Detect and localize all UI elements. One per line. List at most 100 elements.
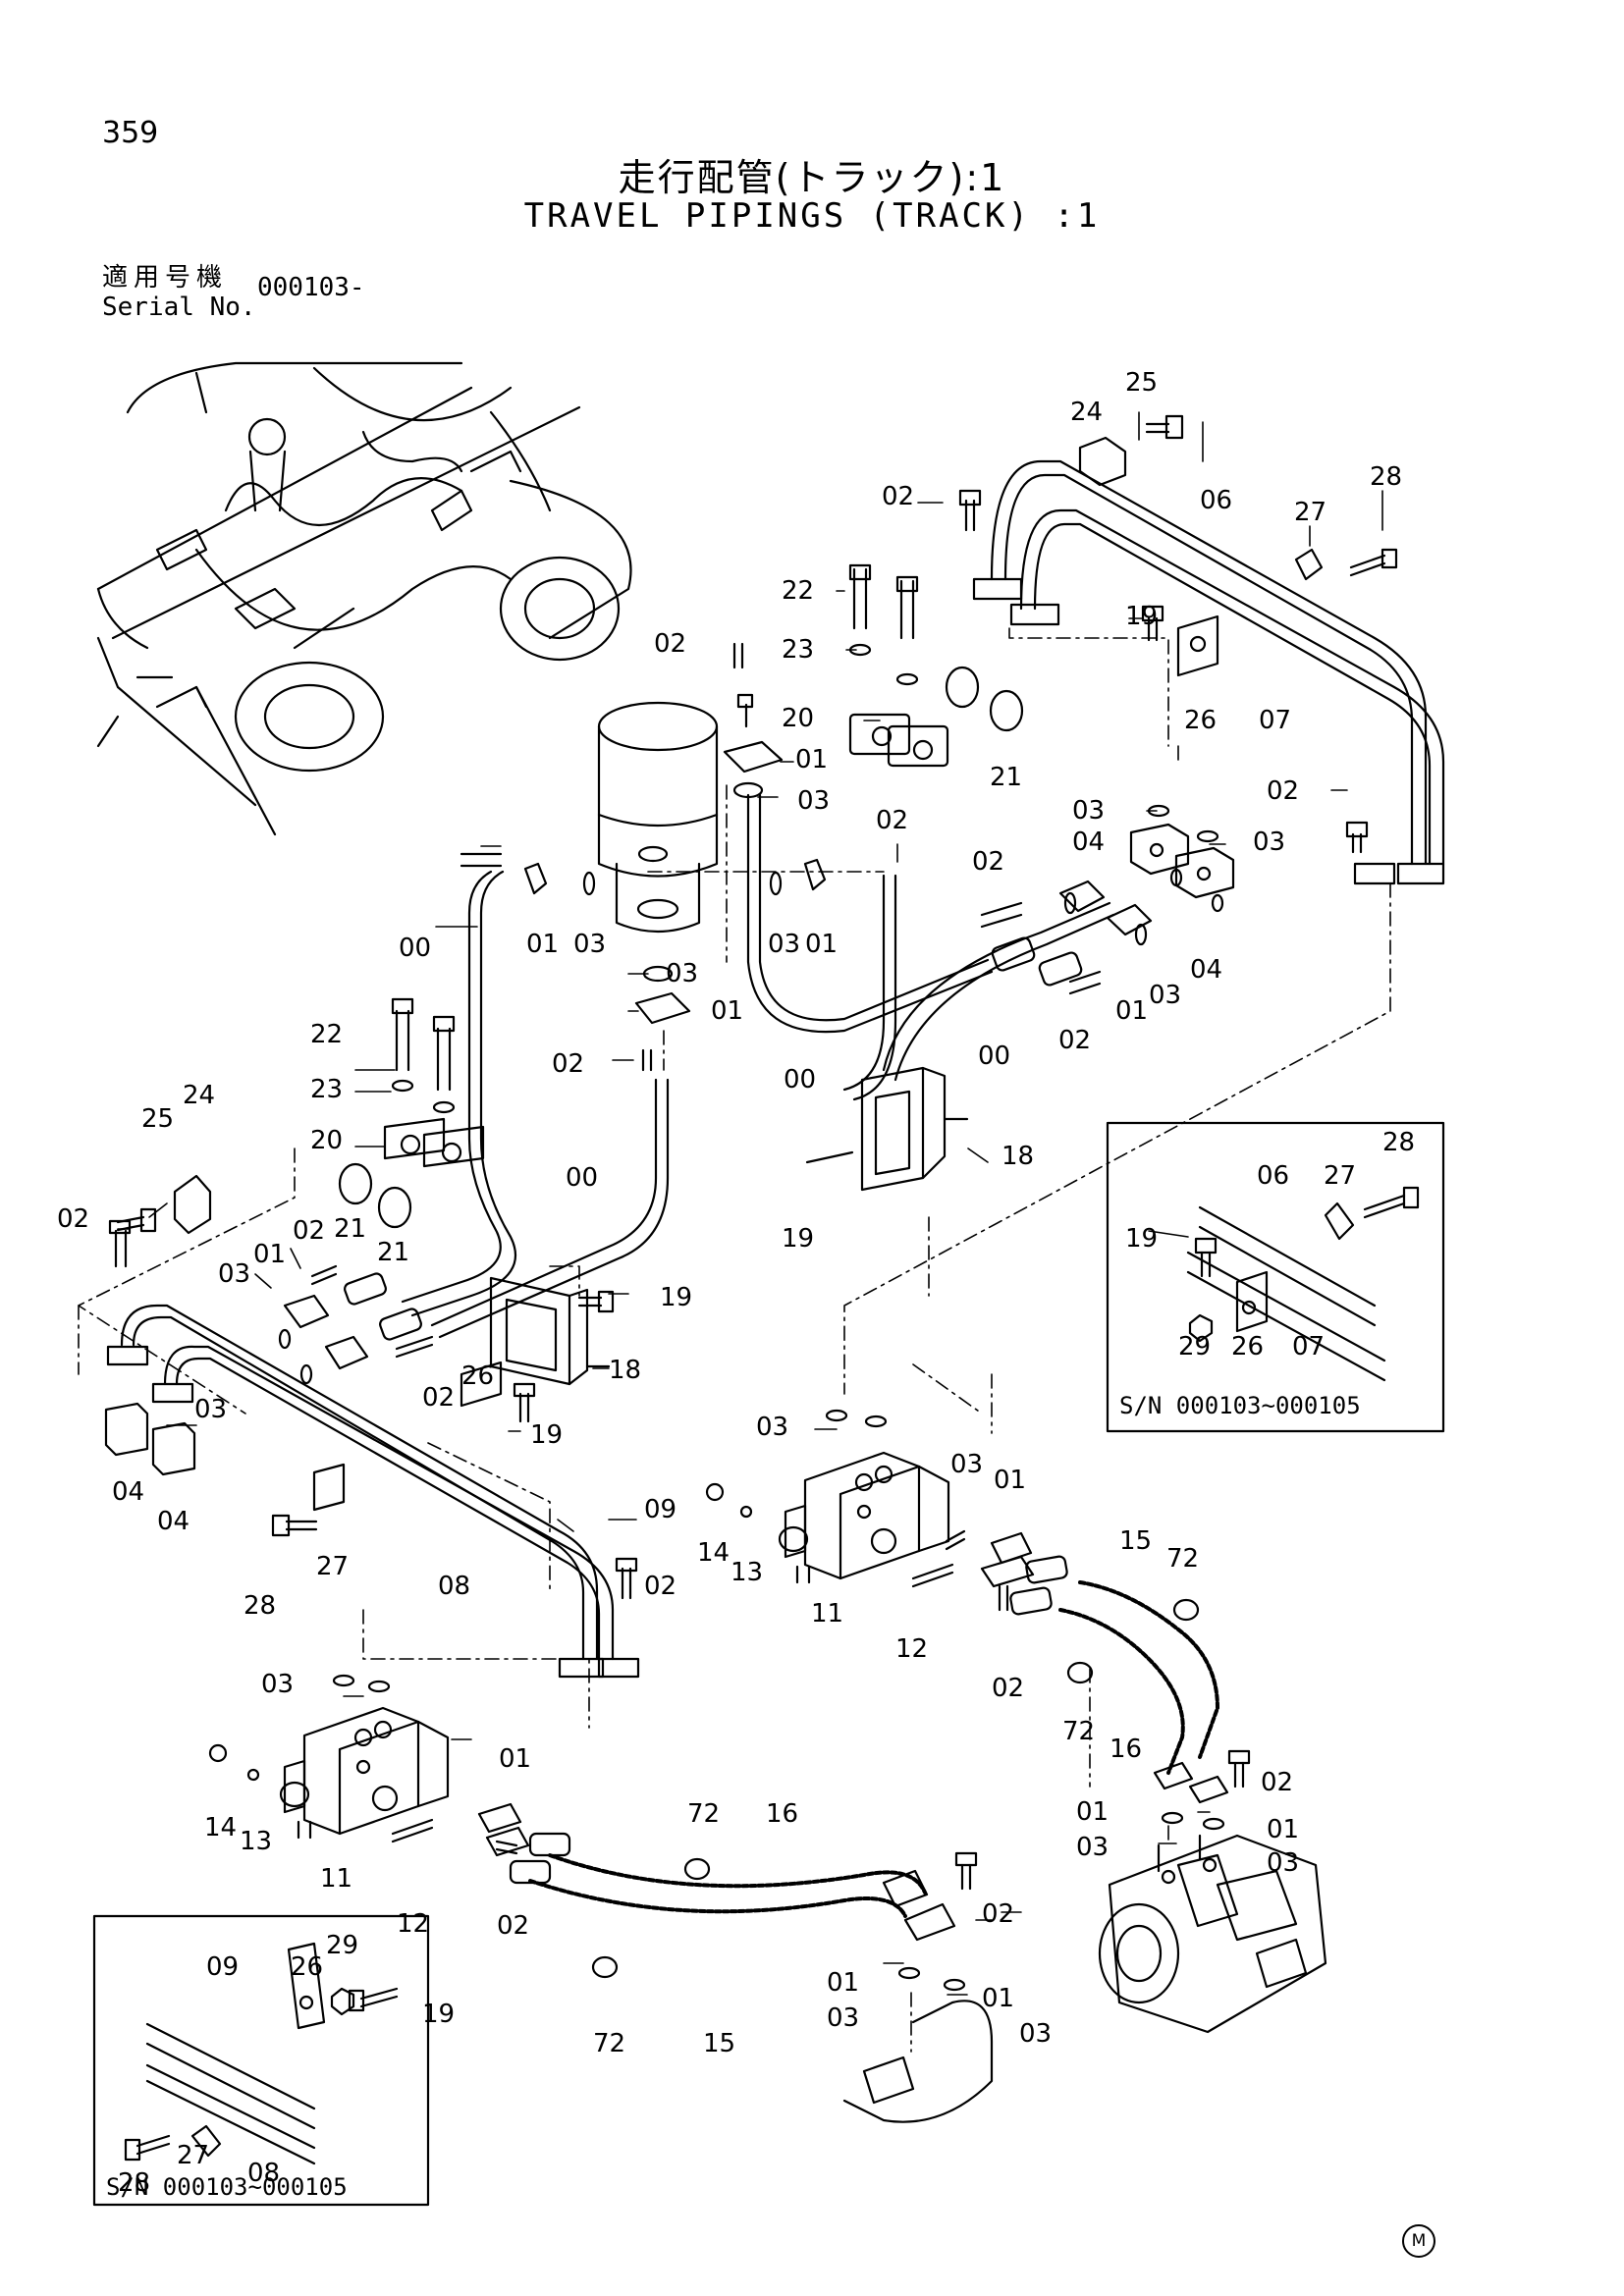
serial-label-jp: 適用号機 xyxy=(102,263,229,293)
callout-label: 01 xyxy=(827,1968,859,1998)
callout-label: 03 xyxy=(1253,828,1285,857)
callout-label: 01 xyxy=(1115,996,1148,1026)
callout-label: 02 xyxy=(57,1204,89,1234)
callout-label: 06 xyxy=(1200,486,1232,515)
callout-label: 19 xyxy=(530,1420,563,1450)
callout-label: 26 xyxy=(291,1952,323,1982)
callout-label: 03 xyxy=(573,930,606,959)
callout-label: 00 xyxy=(566,1163,598,1193)
callout-label: 02 xyxy=(654,629,686,659)
hose-lines-00 xyxy=(401,793,1115,1339)
inset-box-upper xyxy=(1106,1121,1445,1433)
callout-label: 03 xyxy=(768,930,800,959)
callout-label: 16 xyxy=(1110,1735,1142,1764)
callout-label: 20 xyxy=(310,1126,343,1155)
callout-label: 02 xyxy=(882,482,914,511)
callout-label: 28 xyxy=(1382,1128,1415,1157)
callout-label: 19 xyxy=(782,1224,814,1254)
travel-motor xyxy=(1098,1834,1327,2034)
callout-label: 07 xyxy=(1292,1332,1325,1362)
callout-label: 03 xyxy=(1149,981,1181,1010)
upper-clamp-assembly xyxy=(848,563,1024,768)
callout-label: 23 xyxy=(782,635,814,665)
corrugated-hoses-upper xyxy=(980,1531,1251,1831)
callout-label: 27 xyxy=(316,1552,349,1581)
filter-housing xyxy=(597,701,719,934)
bracket-18-lower xyxy=(489,1276,615,1386)
callout-label: 28 xyxy=(1370,462,1402,492)
callout-label: 24 xyxy=(1070,398,1103,427)
callout-label: 29 xyxy=(326,1931,358,1960)
callout-label: 20 xyxy=(782,704,814,733)
callout-label: 02 xyxy=(1267,776,1299,806)
callout-label: 04 xyxy=(1072,828,1105,857)
callout-label: 11 xyxy=(320,1864,352,1894)
callout-label: 03 xyxy=(218,1259,250,1289)
callout-label: 21 xyxy=(990,763,1022,792)
corrugated-hoses-lower xyxy=(477,1802,994,2123)
filter-flanges xyxy=(523,642,827,1072)
control-valve-lower xyxy=(208,1674,450,1843)
callout-label: 03 xyxy=(950,1450,983,1479)
hose-fittings-right xyxy=(980,880,1153,995)
callout-label: 25 xyxy=(141,1104,174,1134)
inset-box-lower xyxy=(92,1914,430,2207)
callout-label: 06 xyxy=(1257,1161,1289,1191)
callout-label: 14 xyxy=(697,1538,730,1568)
callout-label: 00 xyxy=(978,1041,1010,1071)
callout-label: 04 xyxy=(112,1477,144,1507)
callout-label: 15 xyxy=(703,2029,735,2058)
callout-label: 01 xyxy=(795,745,828,774)
callout-label: 28 xyxy=(244,1591,276,1621)
callout-label: 01 xyxy=(982,1984,1014,2013)
callout-label: 21 xyxy=(334,1214,366,1244)
machine-overview xyxy=(96,361,632,836)
callout-label: 27 xyxy=(177,2141,209,2170)
callout-label: 13 xyxy=(240,1827,272,1856)
callout-label: 08 xyxy=(247,2159,280,2188)
callout-label: 27 xyxy=(1324,1161,1356,1191)
left-clamp-assembly xyxy=(338,997,485,1229)
callout-label: 00 xyxy=(784,1065,816,1095)
manufacturer-mark: M xyxy=(1402,2224,1435,2258)
left-flange-group xyxy=(278,1264,434,1385)
callout-label: 03 xyxy=(1019,2019,1052,2049)
leader-lines xyxy=(117,411,1383,1996)
callout-label: 72 xyxy=(687,1799,720,1829)
callout-label: 03 xyxy=(1072,796,1105,826)
callout-label: 26 xyxy=(1231,1332,1264,1362)
callout-label: 03 xyxy=(666,959,698,988)
callout-label: 19 xyxy=(1125,602,1158,631)
callout-label: 18 xyxy=(609,1356,641,1385)
callout-label: 03 xyxy=(1076,1833,1109,1862)
callout-label: 01 xyxy=(1076,1797,1109,1827)
callout-label: 01 xyxy=(526,930,559,959)
callout-label: 24 xyxy=(183,1081,215,1110)
callout-label: 02 xyxy=(992,1674,1024,1703)
pipe-assembly-06-07 xyxy=(958,414,1445,885)
callout-label: 08 xyxy=(438,1572,470,1601)
callout-label: 02 xyxy=(497,1911,529,1941)
callout-label: 02 xyxy=(1261,1768,1293,1797)
callout-label: 13 xyxy=(731,1558,763,1587)
callout-label: 11 xyxy=(811,1599,843,1629)
callout-label: 28 xyxy=(118,2168,150,2198)
callout-label: 14 xyxy=(204,1813,237,1842)
callout-label: 03 xyxy=(756,1413,788,1442)
callout-label: 26 xyxy=(461,1362,494,1391)
callout-label: 16 xyxy=(766,1799,798,1829)
callout-label: 01 xyxy=(805,930,838,959)
callout-label: 27 xyxy=(1294,498,1326,527)
callout-label: 21 xyxy=(377,1238,409,1267)
inset-caption-lower: S/N 000103~000105 xyxy=(106,2173,348,2201)
callout-label: 01 xyxy=(711,996,743,1026)
callout-label: 22 xyxy=(782,576,814,606)
callout-label: 26 xyxy=(1184,706,1217,735)
callout-label: 03 xyxy=(827,2003,859,2033)
callout-label: 01 xyxy=(499,1744,531,1774)
callout-label: 07 xyxy=(1259,706,1291,735)
callout-label: 02 xyxy=(1058,1026,1091,1055)
callout-label: 19 xyxy=(660,1283,692,1312)
callout-label: 72 xyxy=(1062,1717,1095,1746)
